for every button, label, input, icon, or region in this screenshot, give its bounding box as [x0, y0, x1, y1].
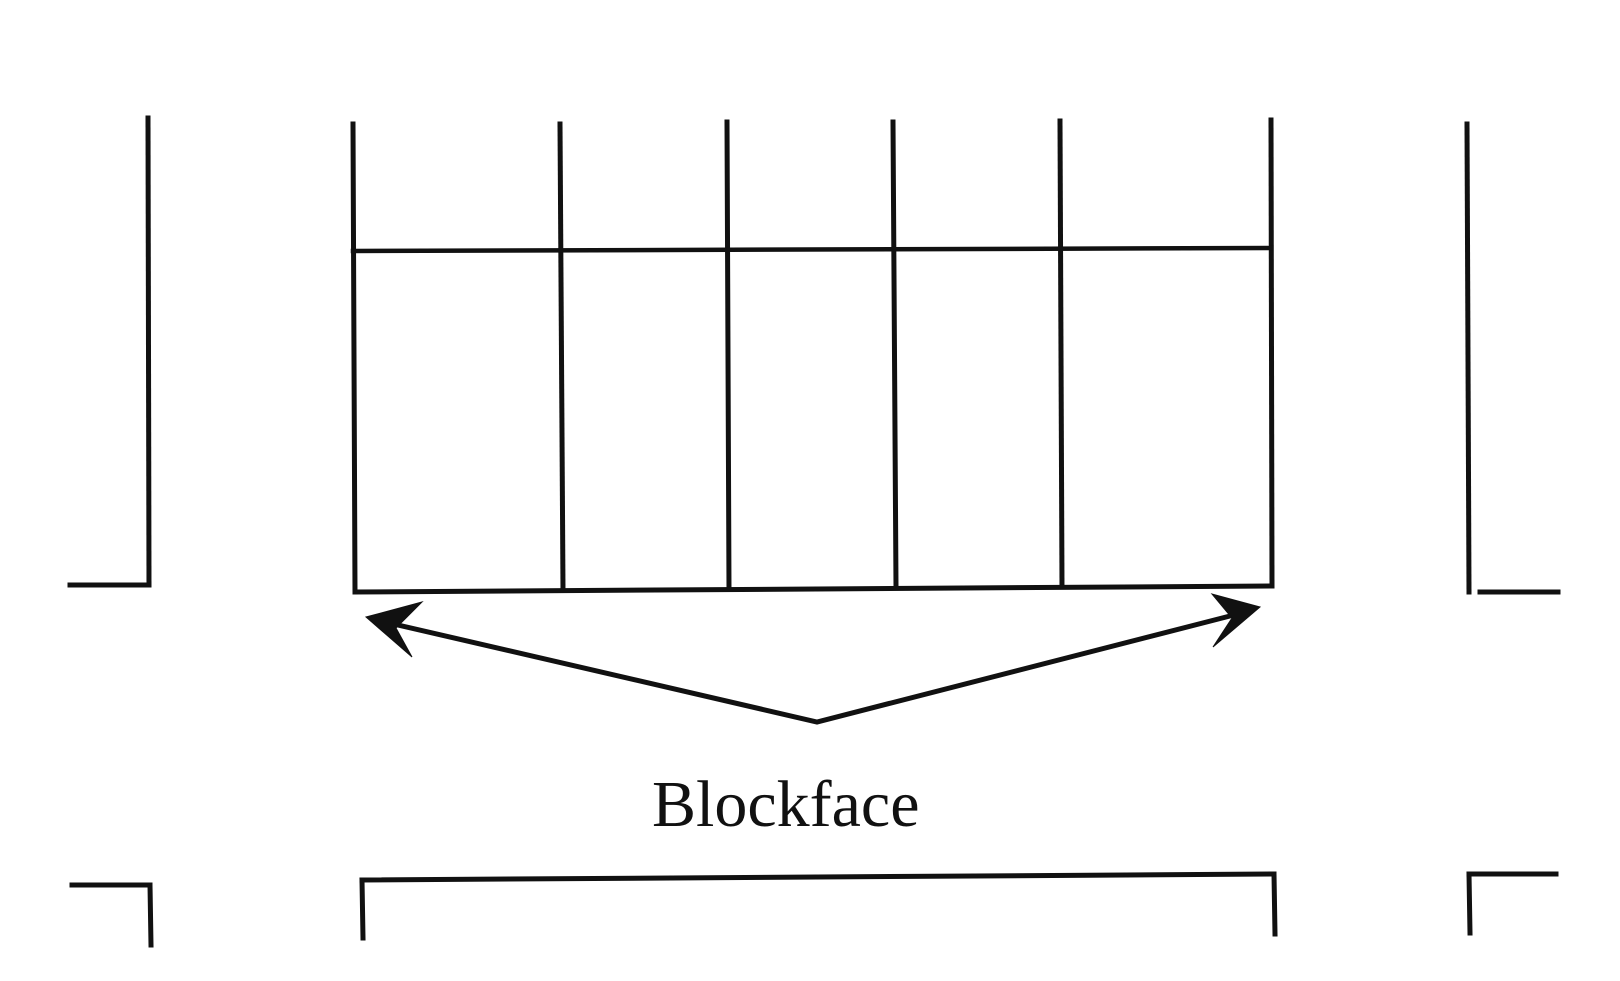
lot-divider-0 — [350, 121, 358, 595]
left-arrowhead — [364, 601, 424, 658]
upper-right-block-corner — [1464, 121, 1561, 595]
lower-right-block-corner — [1466, 871, 1559, 936]
lot-divider-5 — [1268, 117, 1275, 589]
blockface-label: Blockface — [652, 768, 920, 841]
lot-divider-2 — [724, 119, 732, 592]
lot-divider-1 — [557, 121, 566, 593]
setback-line — [350, 245, 1274, 254]
blockface-pointer-arrows — [364, 593, 1262, 725]
right-arrowhead — [1210, 593, 1262, 648]
arrow-shaft — [382, 612, 1234, 725]
upper-left-block-corner — [67, 115, 152, 588]
lot-divider-4 — [1057, 118, 1065, 590]
lower-left-block-corner — [69, 882, 154, 948]
central-block — [350, 117, 1275, 595]
lower-central-block — [359, 871, 1278, 941]
lot-divider-3 — [890, 119, 899, 590]
blockface-frontage-line — [352, 583, 1275, 595]
